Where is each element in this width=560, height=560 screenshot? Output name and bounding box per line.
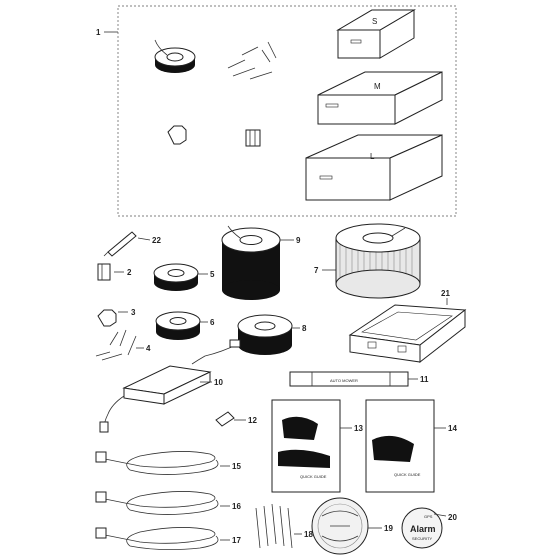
callout-2: 2 bbox=[127, 268, 132, 277]
box-large: L bbox=[305, 134, 443, 201]
part-17-cable: 17 bbox=[95, 527, 241, 550]
part-13-manual: QUICK GUIDE 13 bbox=[271, 399, 363, 493]
part-3-connector: 3 bbox=[97, 308, 136, 327]
callout-8: 8 bbox=[302, 324, 307, 333]
part-18-screws: 18 bbox=[255, 503, 313, 549]
part-8-spool: 8 bbox=[237, 314, 307, 355]
kit-connector bbox=[167, 125, 187, 145]
kit-wire-spool bbox=[154, 39, 196, 73]
box-small-label: S bbox=[372, 17, 377, 26]
callout-14: 14 bbox=[448, 424, 457, 433]
part-2-coupler: 2 bbox=[97, 263, 132, 281]
callout-3: 3 bbox=[131, 308, 136, 317]
callout-7: 7 bbox=[314, 266, 319, 275]
part-21-case: 21 bbox=[348, 289, 467, 364]
kit-enclosure: 1 bbox=[96, 5, 457, 217]
callout-4: 4 bbox=[146, 344, 151, 353]
sticker-20-line3: SECURITY bbox=[412, 536, 433, 541]
callout-19: 19 bbox=[384, 524, 393, 533]
callout-22: 22 bbox=[152, 236, 161, 245]
part-19-disc: 19 bbox=[311, 497, 393, 555]
callout-11: 11 bbox=[420, 375, 429, 384]
manual-13-footer: QUICK GUIDE bbox=[300, 474, 327, 479]
callout-16: 16 bbox=[232, 502, 241, 511]
callout-18: 18 bbox=[304, 530, 313, 539]
part-9-spool: 9 bbox=[221, 225, 301, 300]
callout-1: 1 bbox=[96, 28, 101, 37]
callout-9: 9 bbox=[296, 236, 301, 245]
part-10-power-supply: 10 bbox=[99, 339, 241, 433]
part-14-manual: QUICK GUIDE 14 bbox=[365, 399, 457, 493]
box-large-label: L bbox=[370, 152, 375, 161]
strip-text: AUTO MOWER bbox=[330, 378, 358, 383]
callout-10: 10 bbox=[214, 378, 223, 387]
part-5-spool: 5 bbox=[153, 263, 215, 291]
box-medium-label: M bbox=[374, 82, 381, 91]
part-16-cable: 16 bbox=[95, 491, 241, 515]
callout-15: 15 bbox=[232, 462, 241, 471]
kit-pegs bbox=[227, 41, 277, 80]
callout-5: 5 bbox=[210, 270, 215, 279]
sticker-20-line1: GPS bbox=[424, 514, 433, 519]
part-15-cable: 15 bbox=[95, 451, 241, 475]
callout-21: 21 bbox=[441, 289, 450, 298]
part-12-clip: 12 bbox=[215, 411, 257, 427]
kit-coupler bbox=[245, 129, 261, 147]
callout-6: 6 bbox=[210, 318, 215, 327]
sticker-20-line2: Alarm bbox=[410, 524, 436, 534]
part-22-tool: 22 bbox=[103, 231, 161, 257]
callout-13: 13 bbox=[354, 424, 363, 433]
part-11-strip: AUTO MOWER 11 bbox=[289, 371, 429, 387]
box-small: S bbox=[336, 9, 416, 59]
callout-12: 12 bbox=[248, 416, 257, 425]
callout-20: 20 bbox=[448, 513, 457, 522]
box-medium: M bbox=[317, 71, 443, 125]
part-4-pegs: 4 bbox=[95, 329, 151, 361]
part-7-wire-reel: 7 bbox=[314, 223, 421, 299]
part-6-spool: 6 bbox=[155, 311, 215, 340]
callout-17: 17 bbox=[232, 536, 241, 545]
part-20-sticker: GPS Alarm SECURITY 20 bbox=[401, 507, 457, 549]
manual-14-footer: QUICK GUIDE bbox=[394, 472, 421, 477]
